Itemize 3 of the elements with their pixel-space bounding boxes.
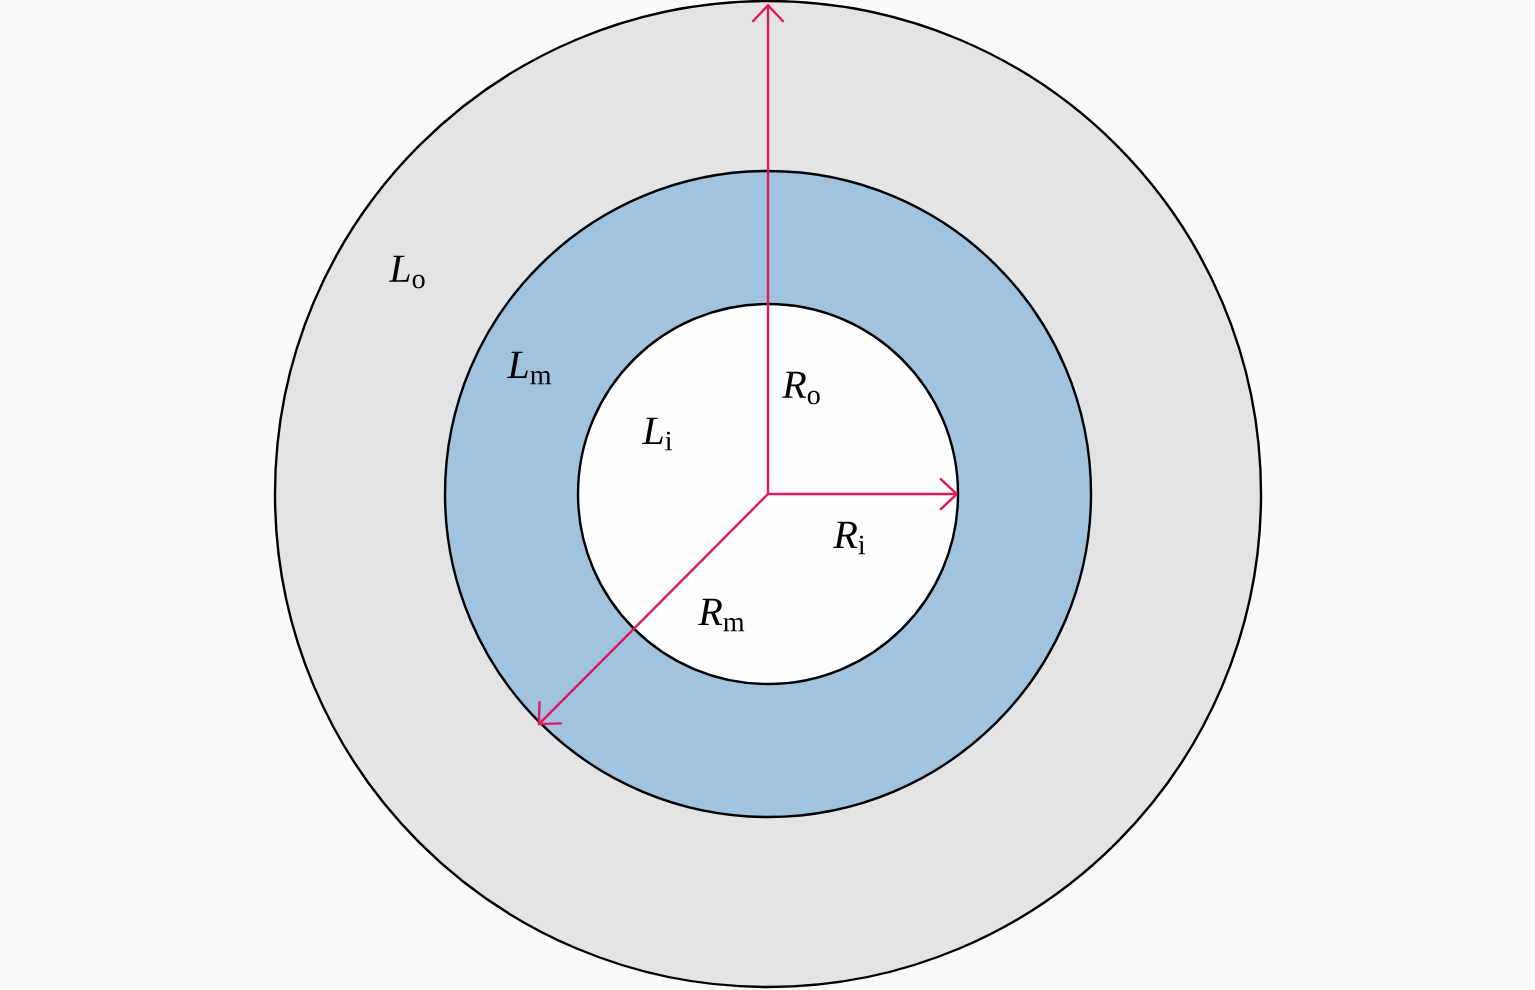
radius-label: R$_{m}$: [698, 598, 745, 632]
radius-label: R$_{o}$: [782, 371, 820, 405]
radius-label: R$_{i}$: [833, 521, 866, 555]
